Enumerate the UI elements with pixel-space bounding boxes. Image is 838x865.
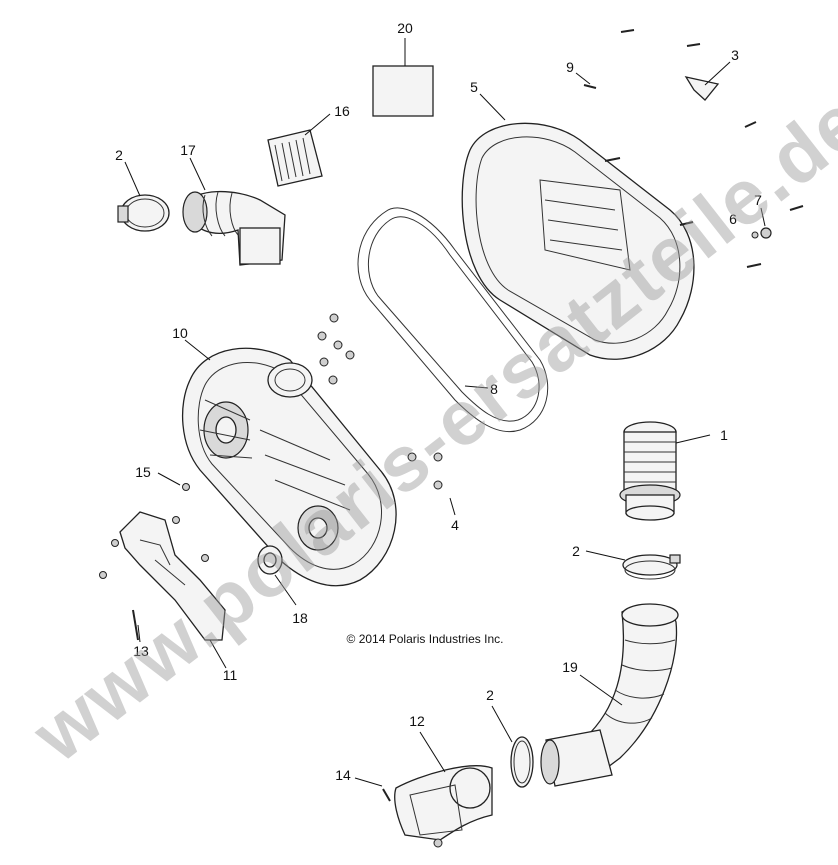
callout-3: 3 — [731, 47, 739, 63]
callout-14: 14 — [335, 767, 351, 783]
part-11-shield — [99, 483, 227, 669]
part-2-clamp-lower — [491, 705, 534, 788]
part-2-clamp-top — [117, 161, 170, 232]
callout-13: 13 — [133, 643, 149, 659]
part-19-boot — [540, 603, 679, 787]
part-18-seal — [257, 545, 297, 606]
part-3-decal — [684, 61, 731, 101]
part-8-belt — [357, 207, 549, 433]
part-4-bolts — [317, 313, 456, 516]
callout-8: 8 — [490, 381, 498, 397]
callout-2-top: 2 — [115, 147, 123, 163]
callout-19: 19 — [562, 659, 578, 675]
callout-16: 16 — [334, 103, 350, 119]
part-20-label — [372, 38, 434, 117]
callout-15: 15 — [135, 464, 151, 480]
callout-10: 10 — [172, 325, 188, 341]
callout-20: 20 — [397, 20, 413, 36]
screws-right — [583, 29, 804, 268]
part-2-clamp-middle — [585, 550, 681, 580]
copyright-notice: © 2014 Polaris Industries Inc. — [347, 632, 504, 646]
part-1-filter — [619, 421, 711, 521]
callout-5: 5 — [470, 79, 478, 95]
part-16-screen — [267, 113, 331, 187]
callout-17: 17 — [180, 142, 196, 158]
callout-11: 11 — [223, 667, 238, 683]
callout-12: 12 — [409, 713, 425, 729]
callout-9: 9 — [566, 59, 574, 75]
callout-6: 6 — [729, 211, 737, 227]
watermark-text: www.polaris-ersatzteile.de — [16, 76, 838, 779]
part-5-outer-cover — [461, 93, 695, 360]
callout-7: 7 — [754, 192, 762, 208]
callout-2-lower: 2 — [486, 687, 494, 703]
leader-lines-left — [132, 472, 181, 643]
part-10-inner-cover — [181, 339, 397, 587]
leader-lines-right — [575, 72, 766, 227]
callout-2-middle: 2 — [572, 543, 580, 559]
callout-1: 1 — [720, 427, 728, 443]
part-14-screw — [354, 777, 391, 802]
part-17-duct — [182, 157, 286, 266]
callout-4: 4 — [451, 517, 459, 533]
callout-18: 18 — [292, 610, 308, 626]
part-12-lower-duct — [394, 731, 493, 848]
callout-labels: 20 3 9 5 16 2 17 7 6 10 8 1 15 4 2 18 13… — [115, 20, 762, 783]
